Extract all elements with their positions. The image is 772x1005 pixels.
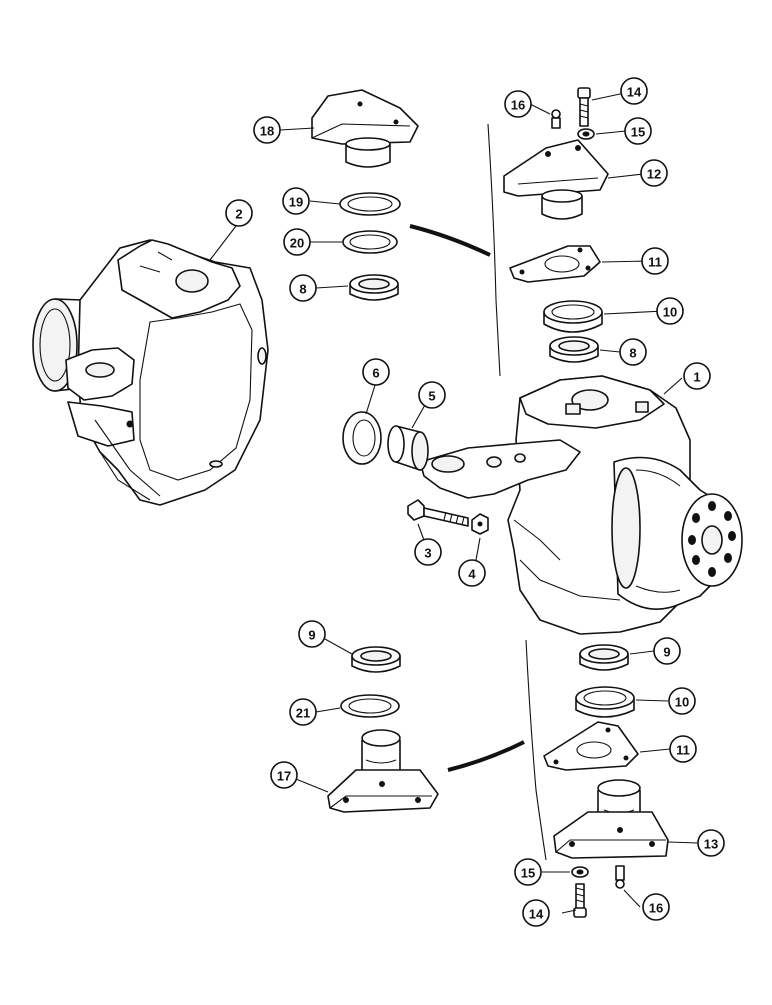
callout-10-upper: 10	[656, 297, 684, 325]
callout-16-lower-label: 16	[649, 901, 663, 916]
part-13-lower-king-pin	[553, 779, 669, 859]
callout-21-label: 21	[296, 706, 310, 721]
callout-14-upper-label: 14	[627, 85, 642, 100]
callout-1: 1	[683, 362, 711, 390]
callout-10-upper-label: 10	[663, 305, 677, 320]
callout-5: 5	[418, 381, 446, 409]
part-1-steering-knuckle	[419, 375, 743, 635]
callout-11-lower-label: 11	[676, 743, 690, 758]
callout-4: 4	[458, 559, 486, 587]
callout-21: 21	[289, 698, 317, 726]
callout-14-upper: 14	[620, 77, 648, 105]
part-3-bolt	[407, 499, 469, 527]
part-11-plate-lower	[543, 721, 639, 771]
callout-4-label: 4	[468, 567, 476, 582]
callout-20: 20	[283, 228, 311, 256]
callout-18-label: 18	[260, 124, 274, 139]
callout-16-upper: 16	[504, 90, 532, 118]
callout-19-label: 19	[289, 195, 303, 210]
callout-16-lower: 16	[642, 893, 670, 921]
callout-2: 2	[225, 199, 253, 227]
callout-11-upper: 11	[641, 247, 669, 275]
callout-15-upper-label: 15	[631, 125, 645, 140]
callout-13-label: 13	[704, 837, 718, 852]
part-10-seal-lower	[575, 686, 635, 718]
callout-20-label: 20	[290, 236, 304, 251]
callout-18: 18	[253, 116, 281, 144]
part-2-swivel-housing	[32, 239, 269, 506]
callout-9-left-label: 9	[308, 628, 315, 643]
callout-17: 17	[270, 761, 298, 789]
callout-6-label: 6	[372, 366, 379, 381]
callout-16-upper-label: 16	[511, 98, 525, 113]
callout-2-label: 2	[235, 207, 242, 222]
callout-1-label: 1	[693, 370, 700, 385]
callout-8-left: 8	[289, 274, 317, 302]
callout-17-label: 17	[277, 769, 291, 784]
part-14-bolt-lower	[573, 883, 587, 918]
part-16-grease-nipple-upper	[551, 109, 561, 129]
part-6-seal	[342, 411, 382, 465]
callout-10-lower-label: 10	[675, 695, 689, 710]
part-16-grease-nipple-lower	[615, 865, 625, 889]
callout-3-label: 3	[424, 546, 431, 561]
callout-9-right-label: 9	[663, 645, 670, 660]
callout-11-lower: 11	[669, 735, 697, 763]
part-8-bearing-upper-left	[349, 274, 399, 301]
part-11-plate-upper	[509, 245, 601, 283]
callout-9-left: 9	[298, 620, 326, 648]
callout-11-upper-label: 11	[648, 255, 662, 270]
callout-15-upper: 15	[624, 117, 652, 145]
part-12-upper-king-pin	[503, 139, 609, 220]
part-20-ring	[342, 230, 398, 254]
callout-12: 12	[640, 159, 668, 187]
part-9-bearing-left	[351, 646, 401, 673]
part-10-seal-upper	[543, 300, 603, 333]
callout-15-lower: 15	[514, 858, 542, 886]
flange-bolt-holes	[688, 501, 736, 577]
callout-14-lower: 14	[522, 899, 550, 927]
callout-9-right: 9	[653, 637, 681, 665]
part-15-washer-lower	[571, 866, 589, 878]
callout-12-label: 12	[647, 167, 661, 182]
callout-13: 13	[697, 829, 725, 857]
part-18-upper-king-pin	[311, 89, 419, 168]
callout-5-label: 5	[428, 389, 435, 404]
assembly-connector-lower	[447, 740, 525, 772]
part-15-washer-upper	[577, 128, 595, 140]
part-5-bushing	[387, 425, 429, 471]
assembly-axis-lower	[525, 639, 547, 861]
part-4-nut	[471, 513, 489, 535]
assembly-connector-upper	[409, 224, 491, 257]
part-19-shim-ring	[339, 192, 401, 216]
callout-8-right: 8	[619, 338, 647, 366]
part-21-ring	[340, 694, 400, 718]
callout-10-lower: 10	[668, 687, 696, 715]
part-8-bearing-upper-right	[549, 336, 599, 363]
callout-19: 19	[282, 187, 310, 215]
callout-3: 3	[414, 538, 442, 566]
callout-15-lower-label: 15	[521, 866, 535, 881]
callout-6: 6	[362, 358, 390, 386]
callout-8-left-label: 8	[299, 282, 306, 297]
callout-14-lower-label: 14	[529, 907, 544, 922]
callout-8-right-label: 8	[629, 346, 636, 361]
part-9-bearing-right	[579, 644, 629, 671]
part-17-lower-king-pin	[327, 729, 439, 813]
assembly-axis-upper	[487, 123, 501, 377]
part-14-bolt-upper	[577, 87, 591, 127]
